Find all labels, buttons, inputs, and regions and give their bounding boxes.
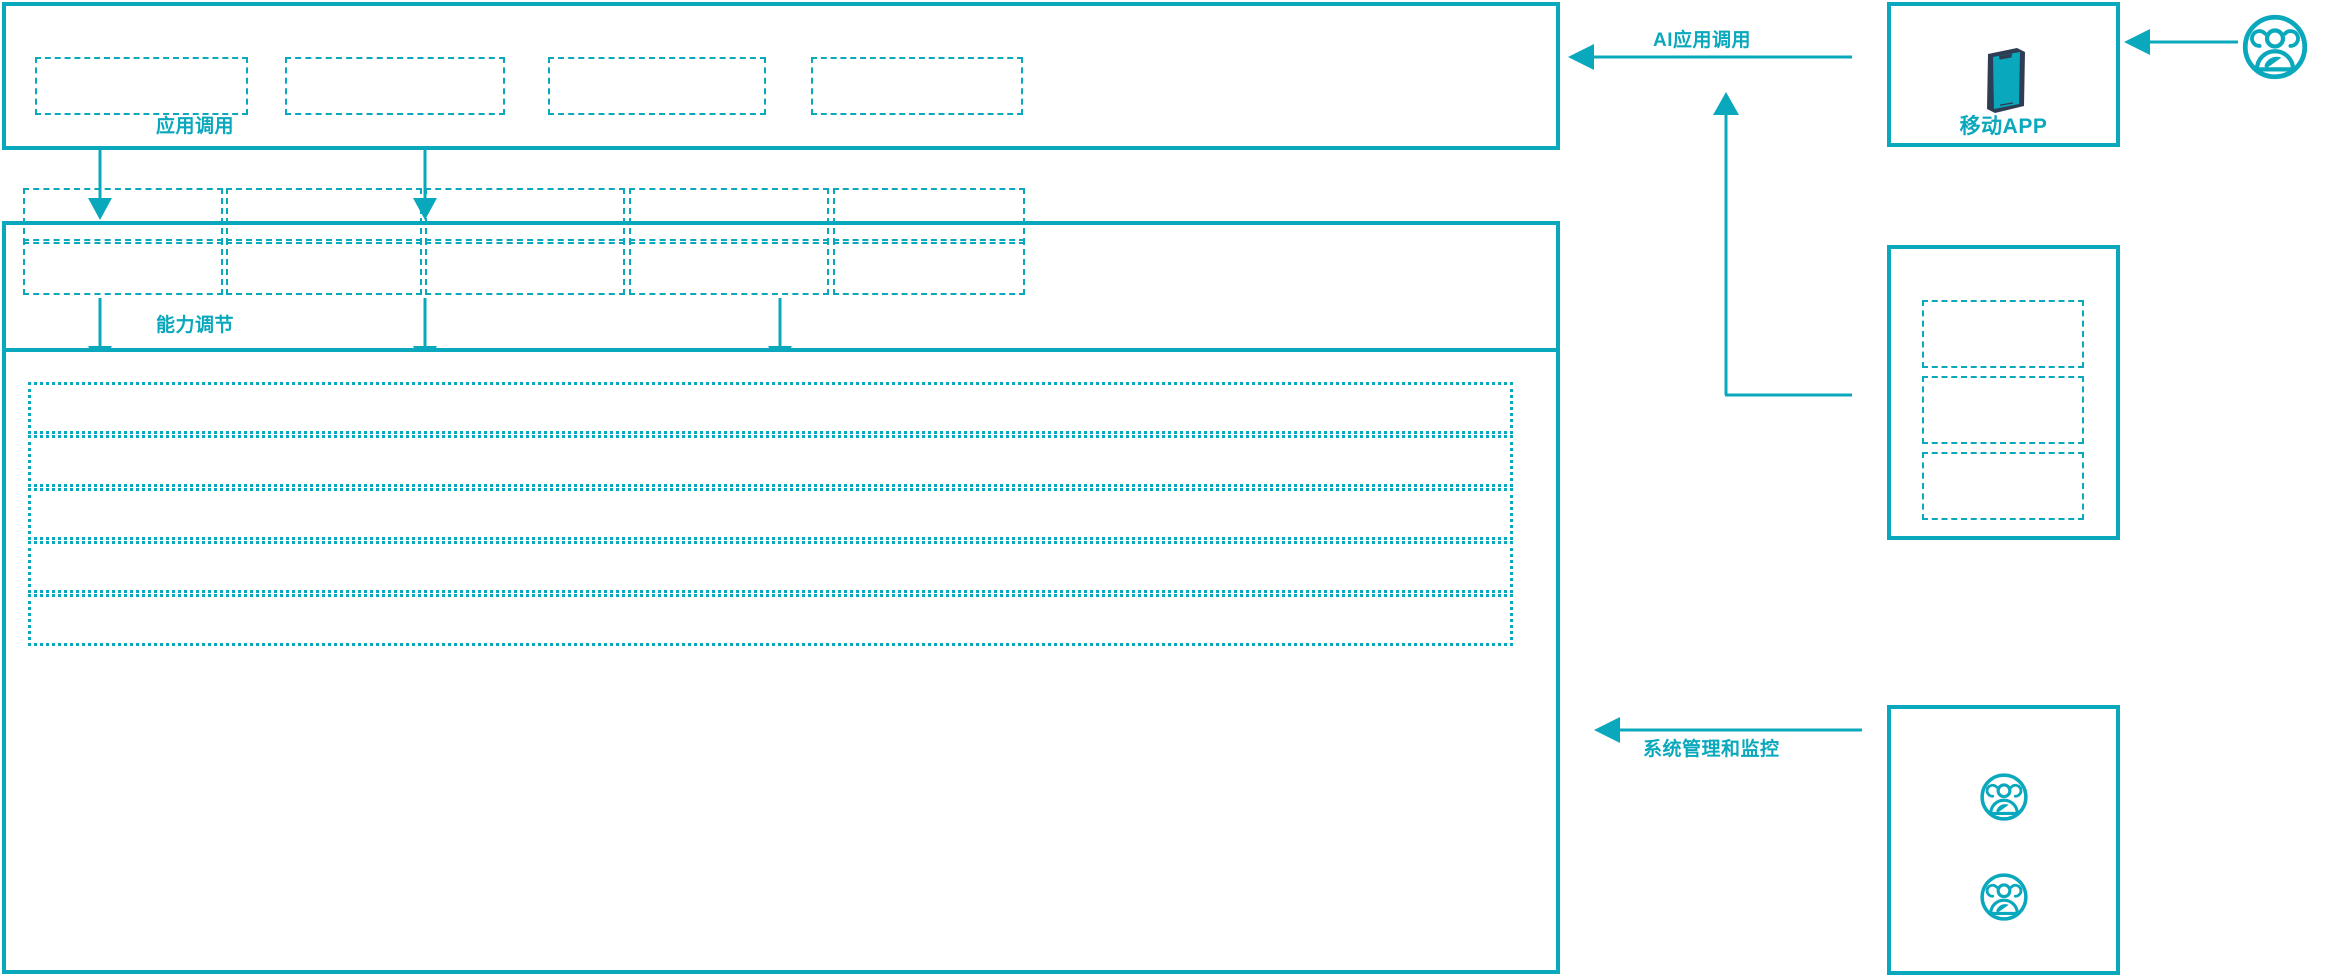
users-group-icon (1979, 872, 2029, 922)
capability-layer-slot[interactable] (833, 188, 1025, 244)
application-layer-slot[interactable] (35, 57, 248, 115)
infrastructure-layer-slot[interactable] (28, 435, 1513, 487)
infrastructure-layer-panel (2, 348, 1560, 974)
application-layer-slot[interactable] (811, 57, 1023, 115)
application-layer-slot[interactable] (285, 57, 505, 115)
ai-application-call-label: AI应用调用 (1653, 30, 1752, 51)
infrastructure-layer-slot[interactable] (28, 541, 1513, 593)
capability-layer-slot[interactable] (23, 188, 223, 244)
system-management-connector (1590, 710, 1865, 750)
mobile-app-caption: 移动APP (1959, 115, 2048, 138)
secondary-channel-slot[interactable] (1922, 376, 2084, 444)
capability-layer-slot[interactable] (226, 239, 422, 295)
smartphone-icon (1975, 42, 2035, 118)
application-layer-slot[interactable] (548, 57, 766, 115)
capability-layer-slot[interactable] (629, 188, 829, 244)
capability-layer-slot[interactable] (425, 188, 625, 244)
operations-users-panel (1887, 705, 2120, 975)
infrastructure-layer-slot[interactable] (28, 594, 1513, 646)
system-management-label: 系统管理和监控 (1643, 739, 1780, 760)
ai-application-call-connector (1560, 20, 1860, 405)
secondary-channel-slot[interactable] (1922, 452, 2084, 520)
capability-layer-slot[interactable] (23, 239, 223, 295)
users-group-icon (2241, 13, 2309, 81)
end-user-to-mobile-connector (2120, 22, 2240, 62)
capability-layer-slot[interactable] (226, 188, 422, 244)
application-layer-panel (2, 2, 1560, 150)
secondary-channel-slot[interactable] (1922, 300, 2084, 368)
infrastructure-layer-slot[interactable] (28, 488, 1513, 540)
capability-layer-slot[interactable] (629, 239, 829, 295)
capability-orchestration-label: 能力调节 (156, 315, 235, 336)
application-call-label: 应用调用 (156, 116, 235, 137)
capability-layer-slot[interactable] (425, 239, 625, 295)
infrastructure-layer-slot[interactable] (28, 382, 1513, 434)
users-group-icon (1979, 772, 2029, 822)
capability-layer-slot[interactable] (833, 239, 1025, 295)
secondary-channel-panel (1887, 245, 2120, 540)
